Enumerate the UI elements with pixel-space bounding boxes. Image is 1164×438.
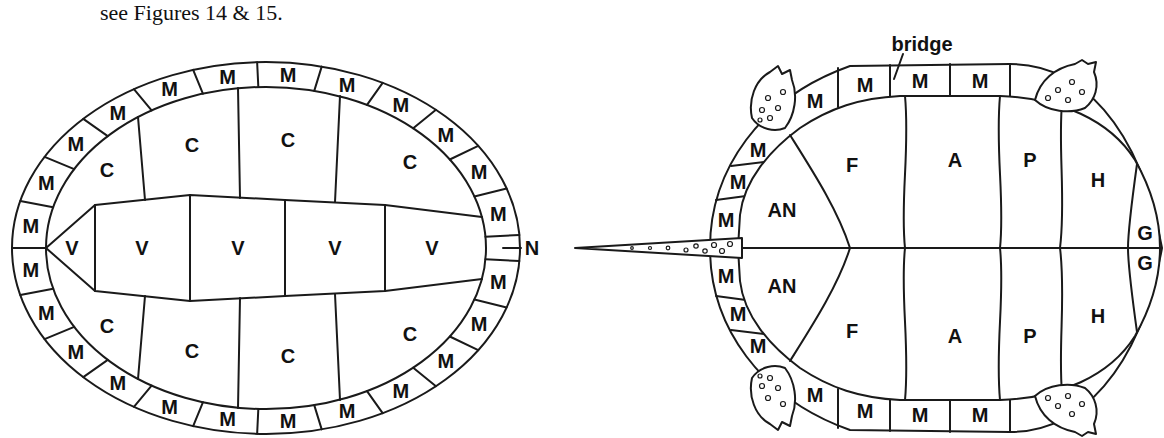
part-label: M bbox=[857, 401, 874, 421]
part-label: F bbox=[846, 321, 858, 341]
part-label: C bbox=[185, 135, 199, 155]
part-label: M bbox=[730, 304, 747, 324]
part-label: M bbox=[38, 173, 55, 193]
part-label: M bbox=[857, 75, 874, 95]
part-label: M bbox=[339, 401, 356, 421]
part-label: M bbox=[718, 210, 735, 230]
part-label: V bbox=[65, 238, 78, 258]
part-label: C bbox=[403, 324, 417, 344]
part-label: M bbox=[280, 411, 297, 431]
carapace-outline bbox=[12, 62, 520, 434]
part-label: A bbox=[948, 326, 962, 346]
part-label: H bbox=[1091, 170, 1105, 190]
hind-leg bbox=[751, 366, 795, 430]
part-label: P bbox=[1023, 150, 1036, 170]
part-label: M bbox=[490, 204, 507, 224]
part-label: M bbox=[730, 172, 747, 192]
part-label: V bbox=[425, 238, 438, 258]
part-label: AN bbox=[768, 200, 797, 220]
leader-line bbox=[503, 247, 521, 249]
part-label: M bbox=[219, 67, 236, 87]
part-label: M bbox=[912, 405, 929, 425]
part-label: AN bbox=[768, 276, 797, 296]
part-label: bridge bbox=[891, 34, 952, 54]
part-label: M bbox=[437, 351, 454, 371]
carapace-scute-seams bbox=[46, 88, 521, 408]
part-label: A bbox=[948, 150, 962, 170]
part-label: M bbox=[392, 95, 409, 115]
part-label: C bbox=[100, 160, 114, 180]
part-label: G bbox=[1137, 223, 1153, 243]
carapace-rim bbox=[710, 64, 1162, 432]
part-label: M bbox=[807, 385, 824, 405]
front-leg bbox=[1035, 385, 1097, 436]
part-label: M bbox=[110, 373, 127, 393]
part-label: G bbox=[1137, 253, 1153, 273]
part-label: M bbox=[392, 381, 409, 401]
part-label: M bbox=[339, 75, 356, 95]
part-label: M bbox=[437, 125, 454, 145]
part-label: M bbox=[471, 162, 488, 182]
part-label: V bbox=[328, 238, 341, 258]
part-label: M bbox=[912, 71, 929, 91]
plastron-outline bbox=[738, 96, 1160, 400]
part-label: M bbox=[718, 266, 735, 286]
part-label: C bbox=[281, 346, 295, 366]
part-label: M bbox=[490, 272, 507, 292]
part-label: M bbox=[68, 342, 85, 362]
part-label: C bbox=[281, 130, 295, 150]
part-label: M bbox=[750, 336, 767, 356]
part-label: M bbox=[68, 134, 85, 154]
part-label: M bbox=[219, 409, 236, 429]
part-label: M bbox=[23, 216, 40, 236]
part-label: V bbox=[231, 238, 244, 258]
tail bbox=[575, 238, 742, 258]
hind-leg bbox=[751, 66, 795, 130]
part-label: P bbox=[1023, 326, 1036, 346]
part-label: M bbox=[23, 260, 40, 280]
part-label: M bbox=[110, 103, 127, 123]
part-label: M bbox=[750, 140, 767, 160]
figure-reference: see Figures 14 & 15. bbox=[100, 2, 283, 24]
part-label: C bbox=[403, 152, 417, 172]
part-label: F bbox=[846, 155, 858, 175]
part-label: M bbox=[471, 314, 488, 334]
part-label: M bbox=[38, 303, 55, 323]
leader-line bbox=[894, 54, 903, 79]
part-label: M bbox=[280, 65, 297, 85]
part-label: N bbox=[525, 238, 539, 258]
part-label: V bbox=[135, 238, 148, 258]
part-label: M bbox=[161, 79, 178, 99]
part-label: M bbox=[972, 71, 989, 91]
part-label: M bbox=[972, 405, 989, 425]
part-label: M bbox=[161, 397, 178, 417]
plastron-scute-seams bbox=[740, 96, 1160, 400]
part-label: H bbox=[1091, 306, 1105, 326]
part-label: C bbox=[100, 316, 114, 336]
front-leg bbox=[1035, 60, 1097, 111]
part-label: C bbox=[185, 341, 199, 361]
part-label: M bbox=[807, 91, 824, 111]
